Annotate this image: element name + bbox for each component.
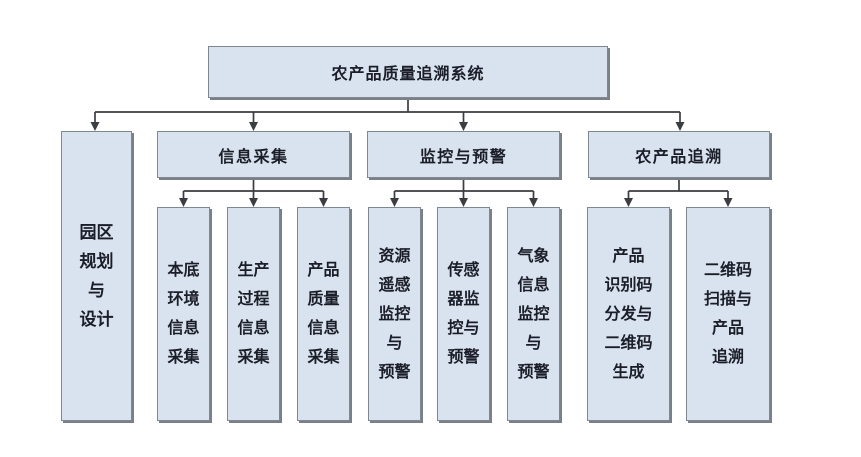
node-remote-sensing-monitor: 资源 遥感 监控 与 预警 <box>368 207 421 421</box>
arrowhead-down <box>459 198 468 207</box>
arrowhead-down <box>90 122 100 131</box>
node-sensor-monitor: 传感 器监 控与 预警 <box>437 207 490 421</box>
connector-monitor <box>390 178 538 207</box>
arrowhead-down <box>723 198 733 207</box>
node-product-quality-info: 产品 质量 信息 采集 <box>297 207 350 421</box>
node-baseline-env-info: 本底 环境 信息 采集 <box>157 207 210 421</box>
connector-root <box>90 98 685 131</box>
node-weather-monitor: 气象 信息 监控 与 预警 <box>507 207 560 421</box>
node-production-process-info: 生产 过程 信息 采集 <box>227 207 280 421</box>
arrowhead-down <box>319 198 328 207</box>
node-id-code-qr-generation: 产品 识别码 分发与 二维码 生成 <box>587 207 670 421</box>
connector-info <box>179 178 328 207</box>
arrowhead-down <box>390 198 399 207</box>
node-info-collection: 信息采集 <box>157 131 350 178</box>
arrowhead-down <box>179 198 188 207</box>
node-product-trace: 农产品追溯 <box>588 131 770 178</box>
arrowhead-down <box>459 122 468 131</box>
connector-trace <box>624 178 733 207</box>
arrowhead-down <box>249 198 258 207</box>
node-qr-scan-trace: 二维码 扫描与 产品 追溯 <box>686 207 770 421</box>
arrowhead-down <box>675 122 685 131</box>
arrowhead-down <box>249 122 258 131</box>
node-monitoring-warning: 监控与预警 <box>367 131 560 178</box>
node-park-planning: 园区 规划 与 设计 <box>61 131 132 421</box>
node-root-system: 农产品质量追溯系统 <box>208 46 608 98</box>
arrowhead-down <box>529 198 538 207</box>
arrowhead-down <box>624 198 633 207</box>
